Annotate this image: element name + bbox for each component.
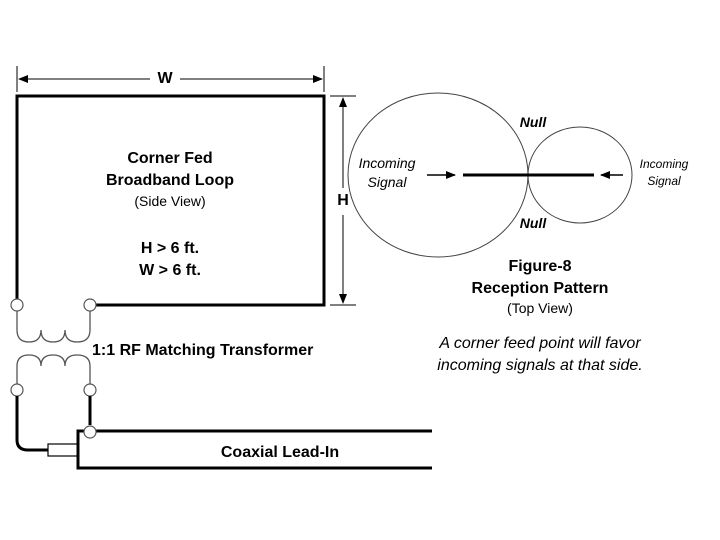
- coax-terminal: [83, 425, 97, 439]
- transformer-secondary-coil: [16, 354, 91, 384]
- transformer-primary-coil: [16, 311, 91, 343]
- loop-title-line2: Broadband Loop: [106, 172, 234, 189]
- left-signal-label-line1: Incoming: [358, 155, 416, 171]
- secondary-terminal-right: [83, 383, 97, 397]
- pattern-title-line1: Figure-8: [508, 258, 572, 275]
- note-line2: incoming signals at that side.: [437, 357, 643, 374]
- coax-cable: [76, 429, 432, 470]
- shield-lead: [15, 396, 48, 452]
- null-top-label: Null: [519, 114, 547, 130]
- transformer-label: 1:1 RF Matching Transformer: [92, 342, 314, 359]
- note-line1: A corner feed point will favor: [439, 335, 641, 352]
- null-bottom-label: Null: [519, 215, 547, 231]
- pattern-view: (Top View): [507, 300, 573, 316]
- height-dimension: [330, 95, 356, 306]
- secondary-terminal-left: [10, 383, 24, 397]
- right-signal-label-line2: Signal: [647, 174, 681, 188]
- width-dimension: [16, 66, 325, 92]
- right-signal-label-line1: Incoming: [639, 157, 689, 171]
- height-label: H: [337, 192, 349, 209]
- loop-spec-width: W > 6 ft.: [139, 262, 201, 279]
- loop-title-line1: Corner Fed: [127, 150, 213, 167]
- loop-spec-height: H > 6 ft.: [140, 240, 200, 257]
- left-signal-label-line2: Signal: [367, 174, 407, 190]
- coax-connector: [47, 443, 79, 457]
- loop-terminal-left: [10, 298, 24, 312]
- loop-terminal-right: [83, 298, 97, 312]
- coax-label: Coaxial Lead-In: [220, 444, 340, 461]
- pattern-title-line2: Reception Pattern: [471, 280, 609, 297]
- loop-view: (Side View): [134, 193, 206, 209]
- loop-wire: [15, 94, 326, 307]
- width-label: W: [157, 70, 173, 87]
